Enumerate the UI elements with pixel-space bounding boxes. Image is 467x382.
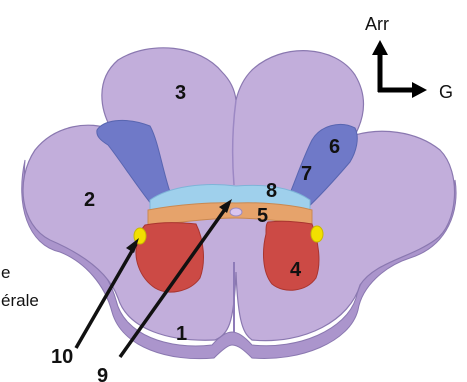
yellow-spot-right: [311, 226, 323, 242]
side-caption-line2: érale: [1, 291, 39, 310]
label-1: 1: [176, 323, 187, 345]
orientation-up-arrowhead: [372, 40, 388, 55]
side-caption-line1: e: [1, 263, 10, 282]
orientation-right-label: G: [439, 82, 453, 102]
label-9: 9: [97, 365, 108, 382]
label-7: 7: [301, 163, 312, 185]
label-3: 3: [175, 82, 186, 104]
central-canal: [230, 208, 242, 216]
orientation-up-label: Arr: [365, 14, 389, 34]
label-8: 8: [266, 180, 277, 202]
label-5: 5: [257, 205, 268, 227]
label-4: 4: [290, 259, 302, 281]
label-2: 2: [84, 189, 95, 211]
label-6: 6: [329, 136, 340, 158]
label-10: 10: [51, 346, 73, 368]
orientation-right-arrowhead: [412, 82, 427, 98]
